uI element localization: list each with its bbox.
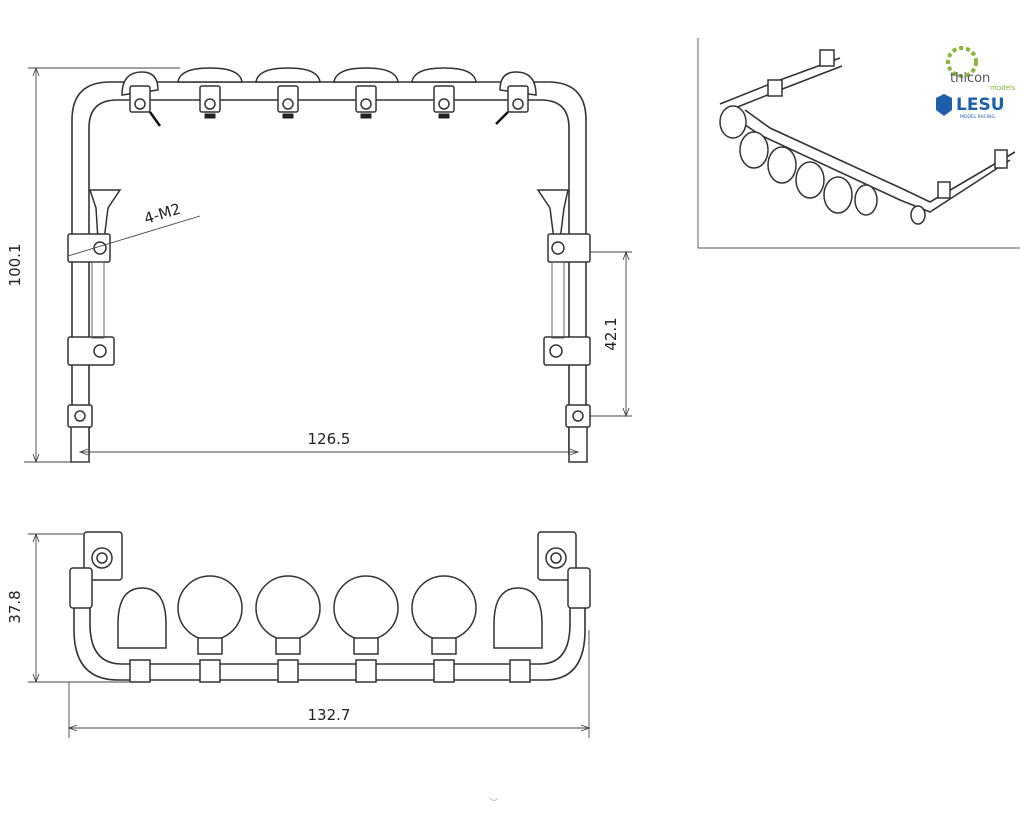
thicon-logo-sub: models [990, 84, 1016, 92]
top-dimensions [28, 532, 591, 738]
lesu-logo-text: LESU [956, 95, 1005, 115]
top-clamps [129, 637, 531, 683]
thicon-logo: thicon models [946, 46, 1016, 92]
dimension-width-top: 132.7 [308, 706, 351, 724]
front-dimensions [24, 66, 632, 464]
isometric-inset [697, 38, 1020, 249]
lesu-logo: LESU MODEL RACING [936, 94, 1005, 120]
top-lamps [117, 575, 543, 649]
bar-clamps [129, 85, 529, 127]
dimension-height-front: 100.1 [6, 244, 24, 287]
dimension-height-top: 37.8 [6, 590, 24, 623]
lesu-logo-sub: MODEL RACING [960, 114, 995, 120]
side-clamps [67, 233, 591, 428]
page-mark [489, 797, 499, 801]
dimension-width-front: 126.5 [308, 430, 351, 448]
thicon-logo-text: thicon [950, 71, 990, 86]
front-view: 100.1 42.1 126.5 4-M2 [6, 66, 632, 464]
top-view: 37.8 132.7 [6, 531, 591, 738]
thread-label: 4-M2 [142, 200, 183, 228]
dimension-mount-spacing: 42.1 [602, 317, 620, 350]
isometric-light-bar [719, 49, 1016, 225]
